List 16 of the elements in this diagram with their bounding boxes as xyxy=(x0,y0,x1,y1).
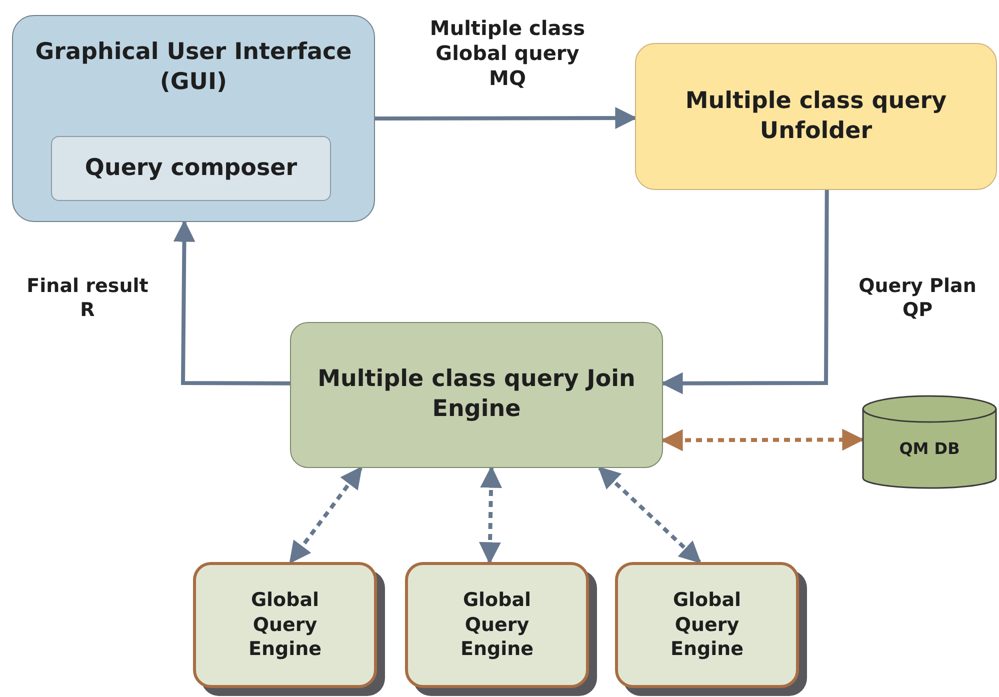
edge-label: Multiple class Global query MQ xyxy=(428,16,586,91)
arrow xyxy=(598,466,702,564)
process-box: Multiple class query Join Engine xyxy=(290,322,663,468)
arrow xyxy=(375,107,638,129)
arrow xyxy=(479,466,502,564)
arrow xyxy=(660,428,864,452)
arrow xyxy=(173,220,290,386)
database-cylinder: QM DB xyxy=(862,395,997,488)
arrow xyxy=(660,190,829,394)
node-title: Graphical User Interface (GUI) xyxy=(34,38,353,97)
interface-box xyxy=(12,15,375,222)
edge-label: Final result R xyxy=(26,275,150,322)
component-box: Query composer xyxy=(51,136,331,201)
edge-label: Query Plan QP xyxy=(858,275,978,322)
process-box: Multiple class query Unfolder xyxy=(635,43,997,190)
arrow xyxy=(288,466,362,564)
